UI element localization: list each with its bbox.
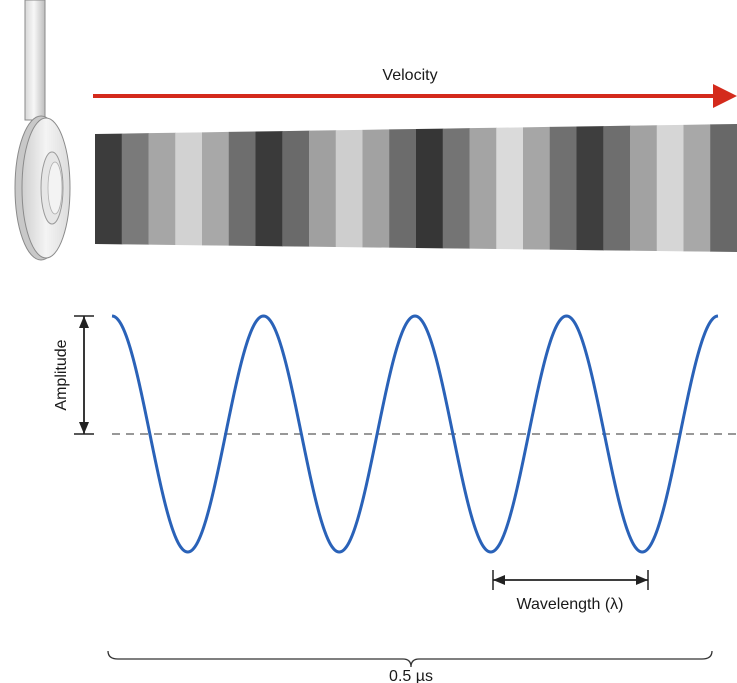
compression-stripe: [309, 130, 337, 247]
compression-stripe: [148, 132, 176, 245]
wavelength-arrow: [492, 570, 649, 590]
compression-stripe: [416, 128, 444, 249]
compression-stripe: [549, 126, 578, 250]
duration-label: 0.5 µs: [389, 668, 433, 683]
compression-stripe: [442, 128, 471, 249]
compression-stripe: [389, 129, 417, 248]
velocity-arrow-head: [713, 84, 737, 108]
velocity-arrow: [93, 84, 737, 108]
transducer-icon: [14, 0, 71, 261]
compression-stripe: [228, 131, 257, 246]
compression-stripe: [469, 127, 497, 249]
compression-stripe: [496, 127, 524, 250]
compression-stripe: [335, 129, 364, 248]
compression-stripe: [630, 125, 658, 251]
compression-band: [95, 124, 737, 252]
compression-stripe: [202, 131, 230, 246]
wavelength-label: Wavelength (λ): [517, 596, 624, 613]
compression-stripe: [255, 131, 283, 247]
compression-stripe: [656, 124, 685, 252]
amplitude-arrow: [74, 315, 94, 435]
compression-stripe: [282, 130, 310, 247]
velocity-label: Velocity: [382, 67, 437, 84]
compression-stripe: [121, 133, 150, 245]
compression-stripe: [362, 129, 390, 248]
sine-wave: [111, 314, 719, 554]
duration-brace: [107, 650, 713, 668]
compression-stripe: [683, 124, 711, 252]
compression-stripe: [710, 124, 737, 252]
compression-stripe: [576, 126, 604, 251]
compression-stripe: [523, 126, 551, 250]
amplitude-label: Amplitude: [53, 339, 70, 410]
compression-stripe: [175, 132, 203, 246]
compression-stripe: [95, 133, 123, 245]
compression-stripe: [603, 125, 631, 251]
